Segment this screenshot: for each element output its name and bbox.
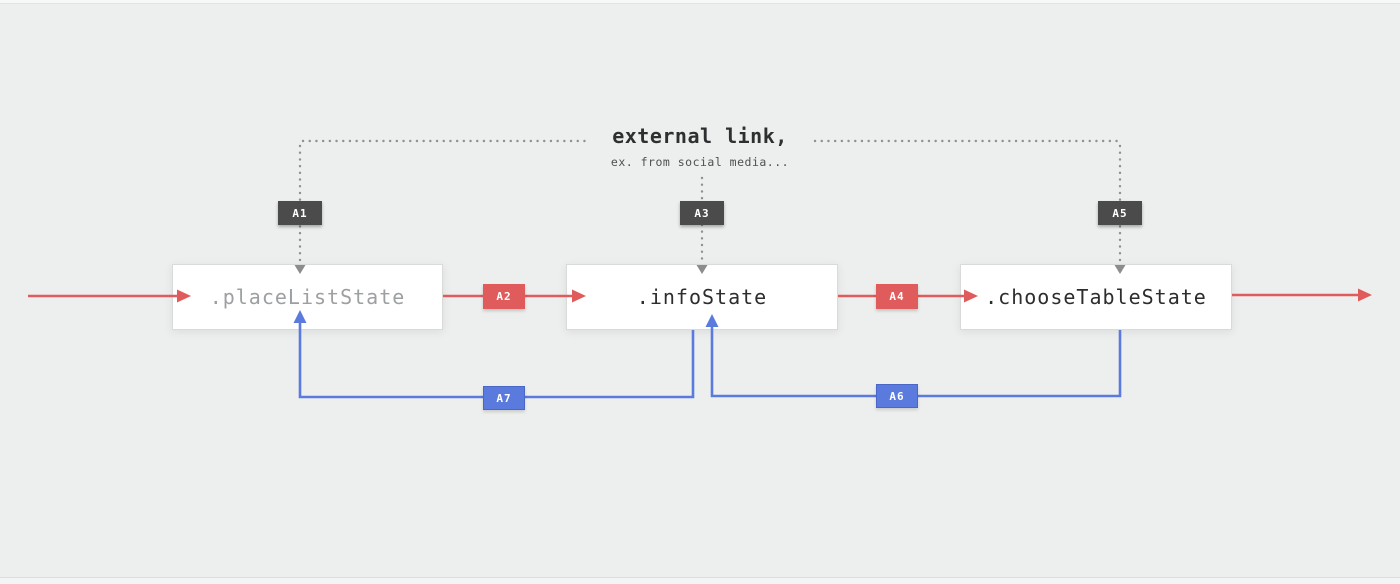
annotation-title: external link,	[612, 124, 788, 148]
badge-a5: A5	[1098, 201, 1142, 225]
state-node-infostate: .infoState	[566, 264, 838, 330]
badge-a3: A3	[680, 201, 724, 225]
badge-a2: A2	[483, 284, 525, 309]
external-link-annotation: external link, ex. from social media...	[500, 124, 900, 169]
annotation-subtitle: ex. from social media...	[610, 155, 790, 169]
bottom-divider	[0, 577, 1400, 584]
state-label: .infoState	[636, 285, 768, 309]
badge-a6: A6	[876, 384, 918, 408]
blue-back-wires	[298, 322, 1122, 399]
state-node-choosetablestate: .chooseTableState	[960, 264, 1232, 330]
badge-a7: A7	[483, 386, 525, 410]
state-label: .chooseTableState	[985, 285, 1207, 309]
top-divider	[0, 0, 1400, 4]
state-node-placeliststate: .placeListState	[172, 264, 443, 330]
badge-a1: A1	[278, 201, 322, 225]
badge-a4: A4	[876, 284, 918, 309]
state-label: .placeListState	[209, 285, 406, 309]
